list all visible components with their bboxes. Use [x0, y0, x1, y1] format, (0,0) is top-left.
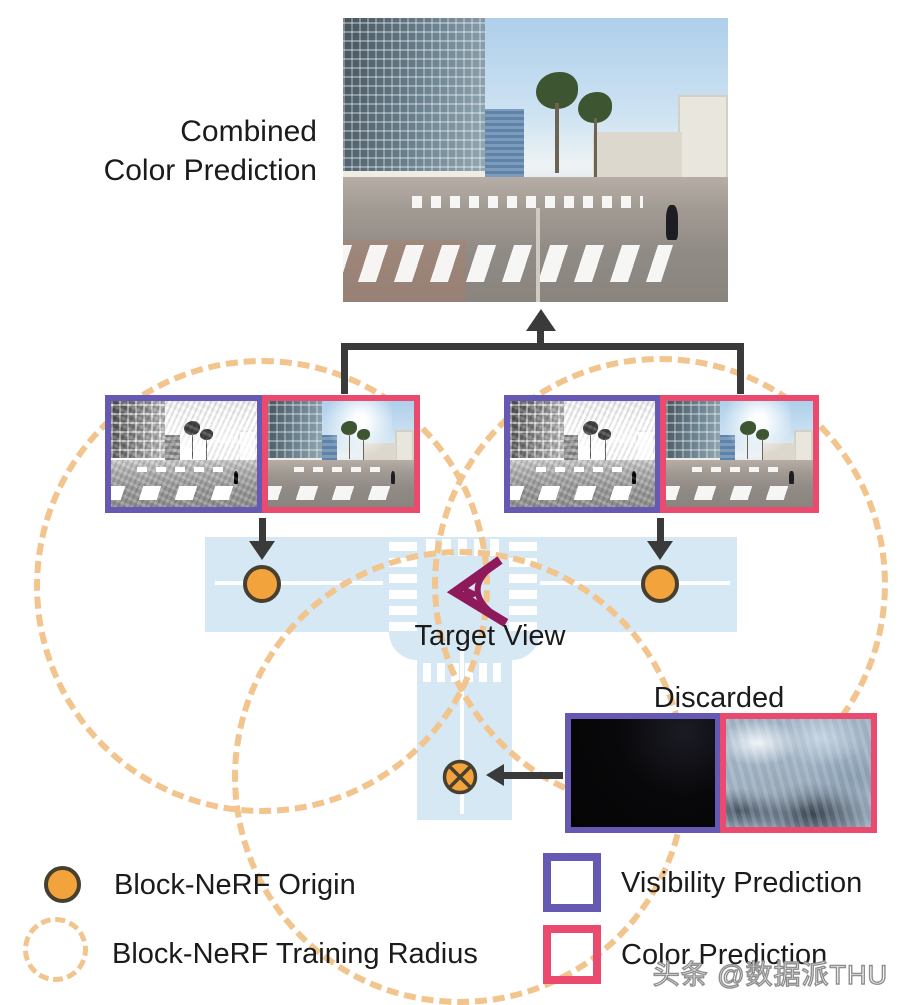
combined-label-line2: Color Prediction [103, 154, 317, 187]
color-prediction-image-right [660, 395, 819, 513]
color-scene [666, 401, 813, 507]
target-view-label: Target View [414, 620, 566, 652]
combine-bracket-right-drop [737, 343, 744, 394]
up-arrow-icon [526, 309, 556, 331]
visibility-prediction-image-left [105, 395, 263, 513]
blurry-color-scene [726, 719, 871, 827]
target-view-eye-icon [446, 556, 509, 627]
combine-bracket-left-drop [341, 343, 348, 394]
color-scene [268, 401, 414, 507]
black-visibility-scene [571, 719, 715, 827]
feed-arrow-left-shaft [259, 518, 266, 543]
discarded-label: Discarded [653, 682, 785, 714]
legend-visibility-label: Visibility Prediction [621, 867, 863, 899]
combined-label-line1: Combined [180, 115, 317, 148]
discarded-origin-icon [442, 759, 478, 795]
combine-bracket-horizontal [341, 343, 744, 350]
street-scene [343, 18, 728, 302]
discarded-visibility-image [565, 713, 721, 833]
combined-color-prediction-label: Combined Color Prediction [40, 112, 317, 190]
legend-training-radius-icon [23, 917, 88, 982]
visibility-prediction-image-right [504, 395, 661, 513]
down-arrow-icon [647, 541, 673, 560]
combined-prediction-image [343, 18, 728, 302]
left-arrow-icon [486, 764, 504, 786]
discard-arrow-shaft [503, 772, 563, 779]
legend-radius-label: Block-NeRF Training Radius [112, 938, 478, 970]
combine-arrow-shaft [537, 328, 544, 345]
discarded-color-image [720, 713, 877, 833]
visibility-scene [510, 401, 655, 507]
feed-arrow-right-shaft [657, 518, 664, 543]
legend-color-swatch [543, 925, 601, 984]
legend-origin-label: Block-NeRF Origin [114, 869, 356, 901]
block-nerf-origin-icon-left [243, 565, 281, 603]
block-nerf-origin-icon-right [641, 565, 679, 603]
color-prediction-image-left [262, 395, 420, 513]
legend-origin-icon [44, 866, 81, 903]
visibility-scene [111, 401, 257, 507]
legend-visibility-swatch [543, 853, 601, 912]
legend-color-label: Color Prediction [621, 939, 828, 971]
down-arrow-icon [249, 541, 275, 560]
watermark: 头条 @数据派THU [652, 959, 888, 990]
